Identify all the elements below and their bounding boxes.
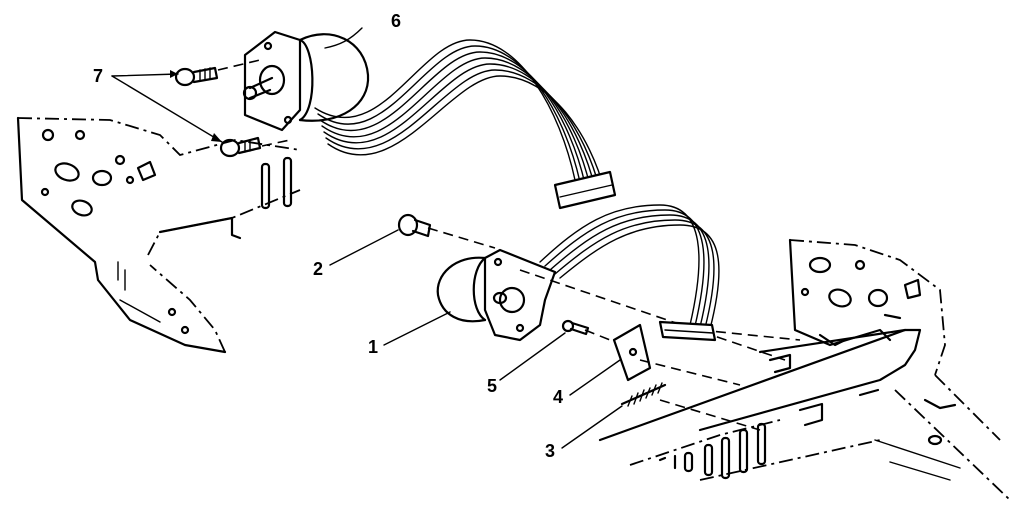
leader-lines — [111, 27, 623, 449]
callout-4: 4 — [553, 387, 564, 407]
callout-3: 3 — [545, 441, 556, 461]
upper-motor — [242, 30, 370, 132]
callout-6: 6 — [391, 11, 402, 31]
callout-1: 1 — [368, 337, 379, 357]
callout-5: 5 — [487, 376, 498, 396]
screw-item-2 — [397, 213, 432, 238]
bracket-item-4 — [612, 323, 652, 382]
callout-2: 2 — [313, 259, 324, 279]
assembly-lines — [217, 59, 801, 431]
right-side-frame — [788, 238, 1011, 501]
upper-cable — [314, 39, 617, 210]
lower-motor — [436, 248, 557, 342]
cross-member — [598, 328, 922, 481]
spring-item-3 — [620, 382, 667, 407]
screws-item-7 — [174, 66, 262, 158]
callout-7: 7 — [93, 66, 104, 86]
screw-item-5 — [561, 319, 590, 336]
lower-cable — [539, 204, 720, 342]
left-side-frame — [16, 116, 301, 354]
